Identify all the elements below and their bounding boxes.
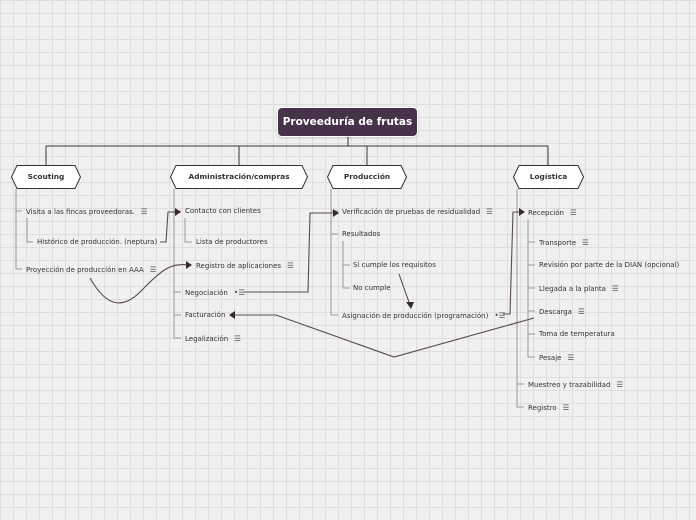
note-icon[interactable]: ☰ xyxy=(567,353,575,362)
note-icon[interactable]: ☰ xyxy=(238,288,246,297)
branch-scouting[interactable]: Scouting xyxy=(11,165,81,189)
branch-produccion[interactable]: Producción xyxy=(327,165,407,189)
topic-resultados[interactable]: Resultados xyxy=(342,230,381,238)
note-icon[interactable]: ☰ xyxy=(562,403,570,412)
root-topic[interactable]: Proveeduría de frutas xyxy=(278,108,417,136)
note-icon[interactable]: ☰ xyxy=(498,311,506,320)
note-icon[interactable]: ☰ xyxy=(486,207,493,216)
topic-contacto-clientes[interactable]: Contacto con clientes xyxy=(185,207,261,215)
topic-proyeccion-produccion[interactable]: Proyección de producción en AAA☰ xyxy=(26,265,157,274)
topic-verificacion-residualidad[interactable]: Verificación de pruebas de residualidad☰ xyxy=(342,207,493,216)
root-label: Proveeduría de frutas xyxy=(282,116,413,128)
note-icon[interactable]: ☰ xyxy=(287,261,294,270)
branch-administracion[interactable]: Administración/compras xyxy=(170,165,308,189)
branch-administracion-label: Administración/compras xyxy=(188,172,290,181)
bullet-icon: • xyxy=(233,288,239,297)
branch-produccion-label: Producción xyxy=(343,172,391,181)
note-icon[interactable]: ☰ xyxy=(582,238,589,247)
branch-scouting-label: Scouting xyxy=(27,172,65,181)
topic-revision-dian[interactable]: Revisión por parte de la DIAN (opcional) xyxy=(539,261,680,269)
note-icon[interactable]: ☰ xyxy=(140,207,148,216)
topic-legalizacion[interactable]: Legalización☰ xyxy=(185,334,241,343)
topic-historico-produccion[interactable]: Histórico de producción. (neptura) xyxy=(37,238,158,246)
topic-registro[interactable]: Registro☰ xyxy=(528,403,570,412)
topic-toma-temperatura[interactable]: Toma de temperatura xyxy=(539,330,615,338)
topic-pesaje[interactable]: Pesaje☰ xyxy=(539,353,575,362)
topic-no-cumple[interactable]: No cumple xyxy=(353,284,391,292)
branch-logistica[interactable]: Logística xyxy=(513,165,584,189)
topic-muestreo-trazabilidad[interactable]: Muestreo y trazabilidad☰ xyxy=(528,380,624,389)
note-icon[interactable]: ☰ xyxy=(577,307,585,316)
note-icon[interactable]: ☰ xyxy=(149,265,157,274)
topic-asignacion-produccion[interactable]: Asignación de producción (programación)•… xyxy=(342,311,506,320)
note-icon[interactable]: ☰ xyxy=(611,284,619,293)
topic-visita-fincas[interactable]: Visita a las fincas proveedoras.☰ xyxy=(26,207,148,216)
branch-logistica-label: Logística xyxy=(529,172,568,181)
note-icon[interactable]: ☰ xyxy=(569,208,577,217)
bullet-icon: • xyxy=(494,311,499,320)
topic-facturacion[interactable]: Facturación xyxy=(185,311,226,319)
note-icon[interactable]: ☰ xyxy=(616,380,624,389)
topic-transporte[interactable]: Transporte☰ xyxy=(539,238,589,247)
topic-llegada-planta[interactable]: Llegada a la planta☰ xyxy=(539,284,619,293)
topic-negociacion[interactable]: Negociación•☰ xyxy=(185,288,246,297)
topic-descarga[interactable]: Descarga☰ xyxy=(539,307,585,316)
topic-recepcion[interactable]: Recepción☰ xyxy=(528,208,577,217)
note-icon[interactable]: ☰ xyxy=(234,334,241,343)
topic-si-cumple[interactable]: Si cumple los requisitos xyxy=(353,261,436,269)
topic-lista-productores[interactable]: Lista de productores xyxy=(196,238,268,246)
topic-registro-aplicaciones[interactable]: Registro de aplicaciones☰ xyxy=(196,261,294,270)
